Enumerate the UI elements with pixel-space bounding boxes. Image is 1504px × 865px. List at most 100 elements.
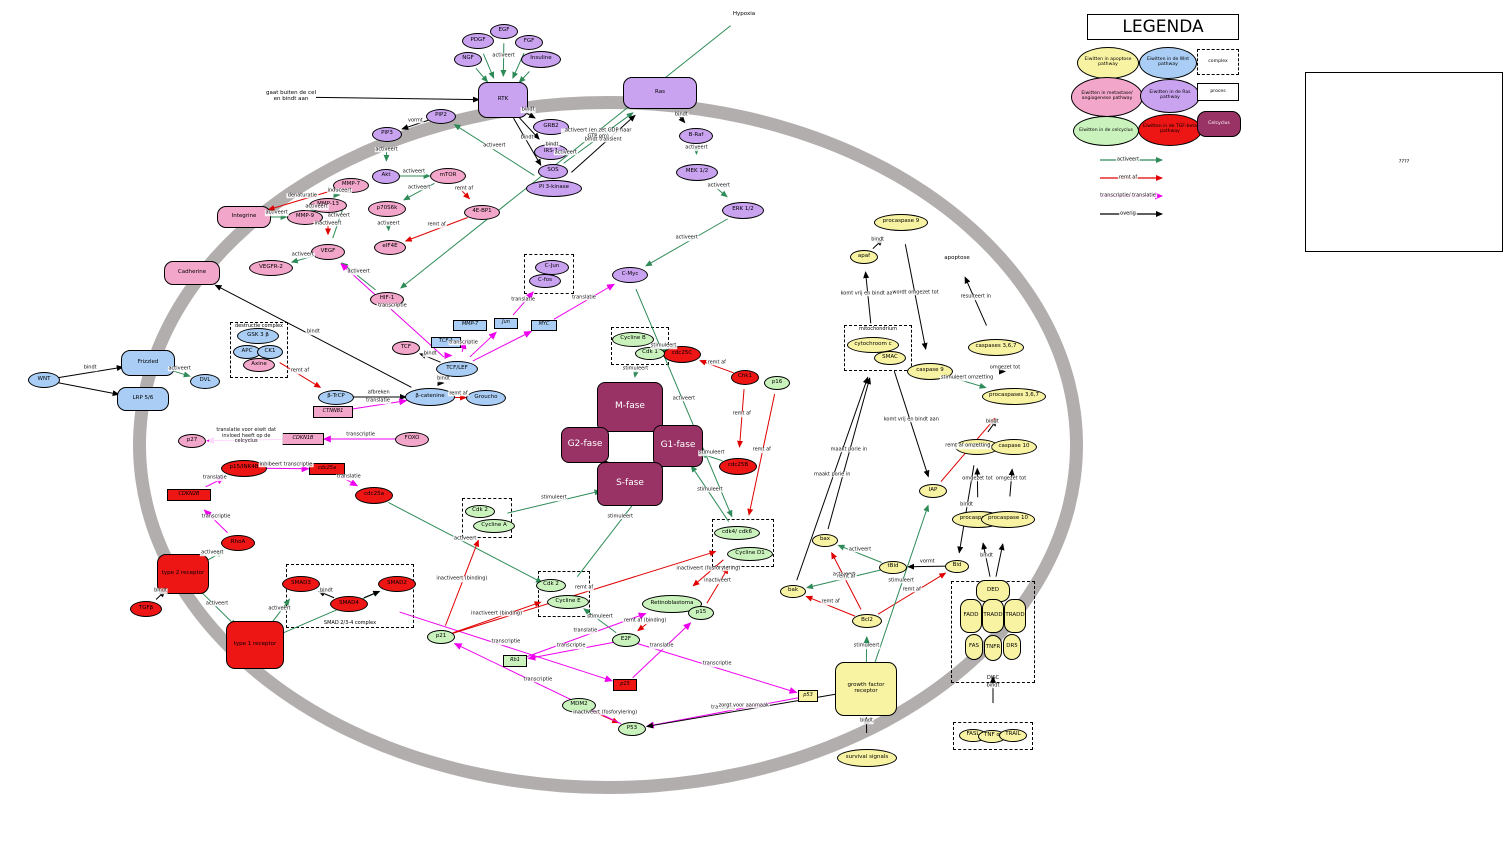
legend-item-6: Eiwitten in de celcyclus bbox=[1073, 116, 1139, 146]
complex-caption: mitochondrium bbox=[858, 326, 898, 332]
node-vegfr2: VEGFR-2 bbox=[249, 260, 293, 276]
node-cfos: C-fos bbox=[529, 274, 561, 288]
complex-caption: SMAD 2/3-4 complex bbox=[323, 619, 377, 626]
node-irs1: IRS-1 bbox=[534, 144, 568, 160]
node-fas: FAS bbox=[965, 634, 983, 660]
node-axine: Axine bbox=[243, 358, 275, 372]
node-cadherine: Cadherine bbox=[164, 261, 220, 285]
edge-label: vormt bbox=[407, 116, 424, 124]
legend-item-5: proces bbox=[1197, 83, 1239, 101]
edge-label: bindt bbox=[82, 364, 98, 372]
node-cyce: Cycline E bbox=[547, 595, 589, 609]
node-t_hyp: Hypoxia bbox=[732, 11, 756, 18]
node-foxo: FOXO bbox=[395, 431, 429, 447]
node-mmp9: MMP-9 bbox=[287, 209, 323, 225]
node-e2f: E2F bbox=[612, 633, 640, 647]
node-lrp: LRP 5/6 bbox=[117, 387, 169, 411]
node-mdm2: MDM2 bbox=[562, 697, 596, 713]
node-cycb: Cycline B bbox=[612, 331, 654, 347]
node-fadd: FADD bbox=[960, 599, 982, 633]
node-t2r: type 2 receptor bbox=[157, 554, 209, 594]
node-bcl2: Bcl2 bbox=[852, 614, 882, 628]
legend-arrow-label: activeert bbox=[1115, 155, 1141, 163]
edge-wnt-frizzled bbox=[57, 365, 124, 379]
edge-label: activeert bbox=[491, 51, 516, 59]
node-cdc25c: cdc25C bbox=[663, 345, 701, 363]
node-pc9: procaspase 9 bbox=[874, 213, 928, 231]
node-p15: p15 bbox=[688, 606, 714, 620]
node-ctnnb1: CTNNB1 bbox=[313, 406, 353, 418]
node-sos: SOS bbox=[538, 163, 568, 179]
node-ngf: NGF bbox=[454, 51, 482, 67]
node-pip3: PIP3 bbox=[372, 126, 402, 142]
node-c9: caspase 9 bbox=[907, 362, 953, 380]
node-p27: p27 bbox=[178, 434, 206, 448]
node-bid: Bid bbox=[945, 559, 969, 573]
node-pc10: procaspase 10 bbox=[981, 510, 1035, 528]
node-akt: Akt bbox=[372, 168, 400, 184]
edge-pdgf-rtk bbox=[482, 53, 495, 79]
node-insuline: Insuline bbox=[521, 50, 561, 68]
node-surv: survival signals bbox=[837, 749, 897, 767]
node-tcf1g: TCF-1 bbox=[431, 336, 461, 348]
node-cdk2a: Cdk 2 bbox=[465, 504, 495, 518]
legend-item-0: Eiwitten in apoptose pathway bbox=[1077, 47, 1139, 79]
legend-item-2: complex bbox=[1197, 49, 1239, 75]
node-cytc: cytochroom c bbox=[847, 337, 899, 353]
node-chk1: Chk1 bbox=[731, 369, 759, 385]
node-tcflef: TCF/LEF bbox=[436, 361, 478, 377]
node-cdc25a: cdc25a bbox=[355, 486, 393, 504]
node-gfr: growth factor receptor bbox=[835, 662, 897, 716]
node-frizzled: Frizzled bbox=[121, 350, 175, 376]
legend-item-8: Celcyclus bbox=[1197, 111, 1241, 137]
node-smad4: SMAD4 bbox=[330, 596, 368, 612]
edge-ngf-rtk bbox=[475, 67, 489, 83]
node-p70: p70S6k bbox=[368, 201, 406, 217]
legend-arrow-label: transcriptie/ translatie bbox=[1099, 191, 1157, 199]
node-g2: G2-fase bbox=[561, 427, 609, 463]
edge-t_gaat-rtk bbox=[315, 96, 481, 103]
node-pc367: procaspases 3,6,7 bbox=[982, 387, 1046, 405]
node-grb2: GRB2 bbox=[533, 119, 569, 135]
annotation-box: ???? bbox=[1305, 72, 1503, 252]
complex-caption: DISC bbox=[987, 674, 999, 681]
node-p53g: p53 bbox=[798, 690, 818, 702]
annotation-text: ???? bbox=[1398, 159, 1410, 165]
legend-item-3: Eiwitten in metastase/ angiogenese pathw… bbox=[1071, 77, 1143, 117]
legend-title: LEGENDA bbox=[1087, 14, 1239, 40]
node-p21: p21 bbox=[427, 630, 455, 644]
node-t_gaat: gaat buiten de cel en bindt aan bbox=[266, 90, 316, 102]
complex-cx_cdk46 bbox=[712, 519, 774, 567]
node-hif1: HIF-1 bbox=[370, 291, 404, 307]
node-rb1g: Rb1 bbox=[503, 655, 527, 667]
legend-item-7: Eiwitten in de TGF-beta pathway bbox=[1138, 114, 1202, 146]
edge-wnt-lrp bbox=[57, 382, 120, 397]
legend-item-4: Eiwitten in de Ras pathway bbox=[1140, 79, 1200, 113]
node-cdk46: cdk4/ cdk6 bbox=[714, 526, 760, 540]
node-cmyc: C-Myc bbox=[612, 267, 648, 283]
node-egf: EGF bbox=[490, 23, 518, 39]
node-tradd2: TRADD bbox=[1004, 599, 1026, 633]
node-tradd1: TRADD bbox=[982, 599, 1004, 633]
node-smad3: SMAD3 bbox=[282, 576, 320, 592]
node-bax: bax bbox=[812, 533, 838, 547]
node-cdk1: Cdk 1 bbox=[635, 346, 665, 360]
node-tgfb: TGFβ bbox=[130, 601, 162, 617]
complex-cx_lig bbox=[953, 722, 1033, 750]
node-g1: G1-fase bbox=[653, 425, 703, 467]
node-apaf: apaf bbox=[850, 250, 878, 264]
node-btrcp: β-TrCP bbox=[318, 389, 354, 405]
node-eif4e: eIF4E bbox=[374, 239, 406, 255]
node-cdc25ag: cdc25a bbox=[309, 463, 345, 475]
node-tcf: TCF bbox=[392, 341, 420, 355]
node-bak: bak bbox=[780, 584, 806, 598]
node-p16: p16 bbox=[764, 376, 790, 390]
node-pdgf: PDGF bbox=[462, 33, 494, 49]
node-bp1: 4E-BP1 bbox=[464, 204, 500, 220]
node-wnt: WNT bbox=[28, 372, 60, 388]
node-fgf: FGF bbox=[515, 34, 543, 50]
node-tnfr: TNFR bbox=[984, 635, 1002, 661]
node-p15ink: p15/INK4B bbox=[221, 459, 267, 477]
legend-title-text: LEGENDA bbox=[1122, 17, 1204, 37]
